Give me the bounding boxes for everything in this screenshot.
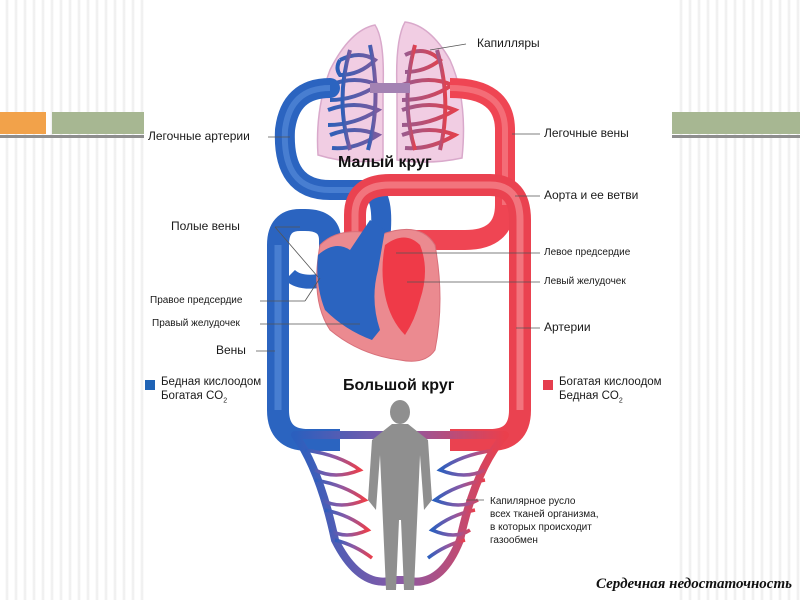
legend-arterial-line2: Бедная CO [559,390,619,402]
label-small-circuit: Малый круг [338,154,432,171]
lungs [316,21,465,163]
vena-cava-tube [267,209,341,451]
label-vena-cava: Полые вены [171,219,240,233]
background-stripes-left [0,0,144,600]
human-silhouette [368,400,432,590]
accent-bar-green-right [672,112,800,134]
label-pulmonary-arteries: Легочные артерии [148,129,250,143]
legend-venous-line2: Богатая CO [161,390,224,402]
legend-venous-line1: Бедная кислоодом [161,376,262,388]
accent-underline-left [0,135,144,138]
capillary-note-line: Капилярное русло [490,496,576,507]
capillary-note-line: газообмен [490,535,538,546]
left-lung [316,24,385,163]
legend-venous-sub: 2 [223,397,228,405]
label-arteries: Артерии [544,320,591,334]
left-heart-chambers [382,237,425,335]
label-aorta: Аорта и ее ветви [544,188,639,202]
blue-square-icon [145,380,155,390]
background-stripes-right [674,0,800,600]
capillary-note-line: всех тканей организма, [490,509,599,520]
accent-bar-orange [0,112,46,134]
capillary-bed-note: Капилярное русло всех тканей организма, … [490,495,599,547]
label-capillaries: Капилляры [477,36,540,50]
leader-lines [256,43,540,501]
label-veins: Вены [216,343,246,357]
label-pulmonary-veins: Легочные вены [544,126,629,140]
label-large-circuit: Большой круг [343,377,455,394]
red-square-icon [543,380,553,390]
heart [316,220,441,362]
legend-arterial-sub: 2 [618,397,623,405]
capillary-note-line: в которых происходит [490,522,592,533]
pulmonary-bridge [370,83,410,93]
label-right-ventricle: Правый желудочек [152,318,240,329]
label-left-ventricle: Левый желудочек [544,276,626,287]
slide-footer-title: Сердечная недостаточность [596,576,792,592]
right-heart-chambers [317,220,385,340]
accent-bar-green-left [52,112,144,134]
label-left-atrium: Левое предсердие [544,247,631,258]
accent-underline-right [672,135,800,138]
label-right-atrium: Правое предсердие [150,295,243,306]
legend-arterial-line1: Богатая кислоодом [559,376,662,388]
